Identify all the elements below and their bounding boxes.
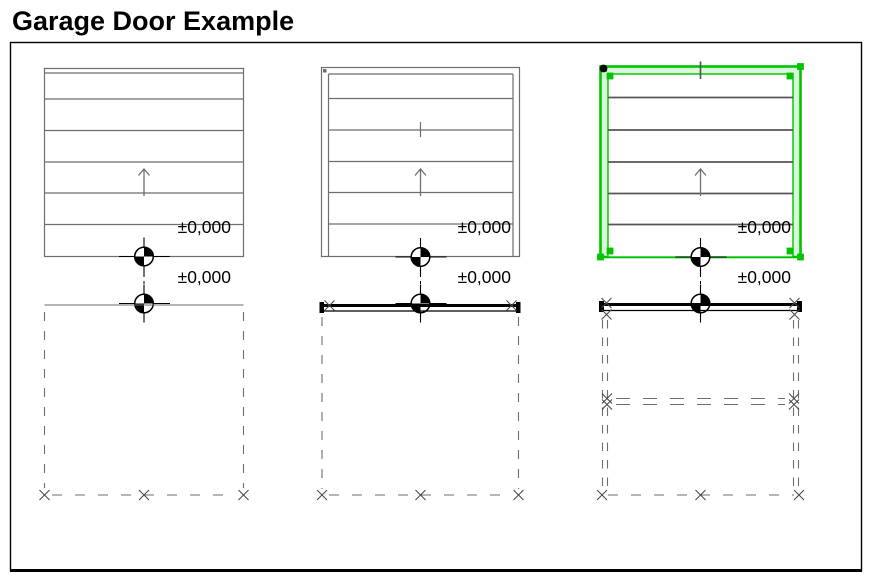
page-title: Garage Door Example — [12, 6, 294, 36]
drawing-border — [9, 41, 863, 572]
level-datum-marker-icon[interactable] — [394, 283, 448, 324]
door-elevation — [608, 61, 793, 226]
threshold-bar — [599, 301, 802, 312]
level-datum-marker-icon[interactable] — [118, 236, 171, 277]
lower-level-label: ±0,000 — [458, 267, 512, 287]
upper-level-label: ±0,000 — [738, 217, 792, 237]
door-plan — [601, 320, 800, 496]
lower-level-label: ±0,000 — [738, 267, 792, 287]
hotspot-x-icon[interactable] — [793, 489, 805, 501]
garage-door-middle[interactable]: ±0,000 ±0,000 — [316, 66, 525, 501]
level-datum-marker-icon[interactable] — [394, 237, 448, 277]
level-datum-marker-icon[interactable] — [118, 283, 171, 324]
hotspot-x-icon[interactable] — [596, 489, 608, 501]
hotspot-x-icon[interactable] — [38, 489, 51, 501]
selection-handles[interactable] — [597, 63, 804, 261]
door-elevation — [43, 67, 245, 258]
garage-door-right-selected[interactable]: ±0,000 ±0,000 — [596, 61, 805, 501]
hotspot-x-icon[interactable] — [512, 489, 525, 501]
upper-level-label: ±0,000 — [458, 217, 512, 237]
garage-door-left[interactable]: ±0,000 ±0,000 — [38, 67, 250, 501]
origin-dot-icon — [599, 64, 608, 73]
opening-direction-arrow-icon — [137, 168, 151, 197]
door-plan — [43, 304, 245, 496]
lower-level-label: ±0,000 — [178, 267, 232, 287]
hotspot-x-icon[interactable] — [316, 489, 328, 501]
door-plan — [321, 317, 520, 496]
threshold-bar — [319, 302, 521, 313]
upper-level-label: ±0,000 — [178, 217, 232, 237]
hotspot-x-icon[interactable] — [237, 489, 250, 501]
